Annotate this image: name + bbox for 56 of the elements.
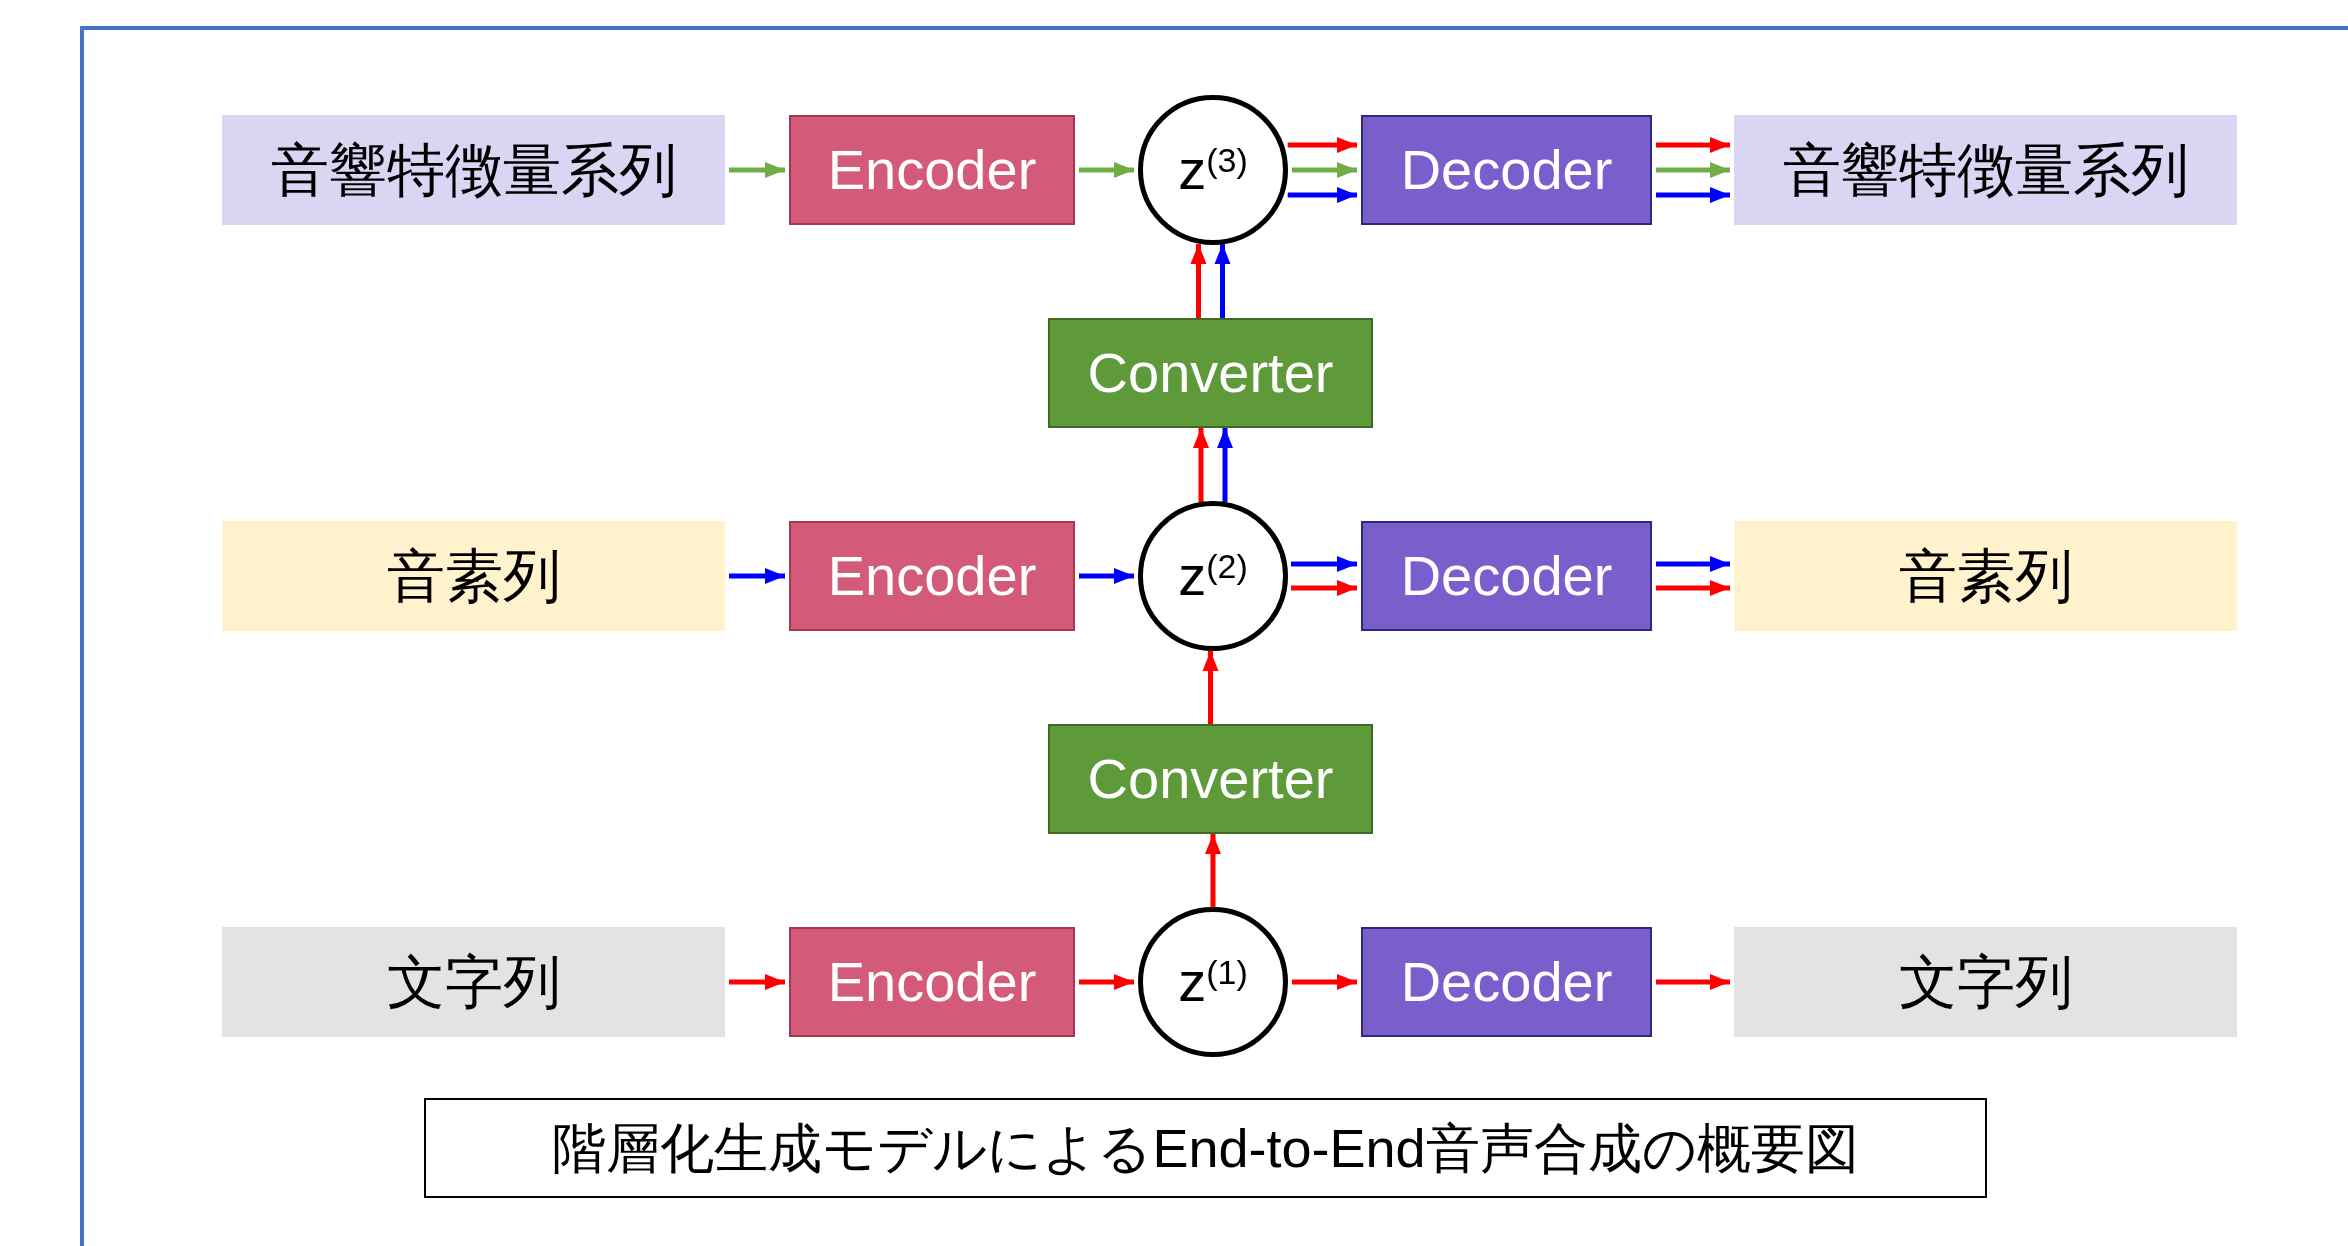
arrow (1287, 137, 1357, 153)
node-label: 音素列 (1898, 547, 2073, 605)
node-label: Encoder (827, 142, 1037, 198)
arrow (1079, 974, 1134, 990)
arrow (1656, 974, 1730, 990)
node-label: Encoder (827, 548, 1037, 604)
node-label: Encoder (827, 954, 1037, 1010)
encoder-box (789, 521, 1075, 631)
decoder-box (1361, 927, 1652, 1037)
node-label: 音響特徴量系列 (270, 141, 677, 199)
arrow (1656, 580, 1730, 596)
arrow (1292, 974, 1357, 990)
arrow (1656, 137, 1730, 153)
arrow (729, 162, 785, 178)
arrow (1202, 651, 1219, 724)
node-label: Converter (1087, 751, 1334, 807)
arrow (1287, 187, 1357, 203)
text-block (1734, 521, 2237, 631)
decoder-box (1361, 521, 1652, 631)
node-label: Decoder (1400, 954, 1613, 1010)
arrow (1656, 187, 1730, 203)
node-label: 音響特徴量系列 (1782, 141, 2189, 199)
arrow (1656, 556, 1730, 572)
text-block (222, 927, 725, 1037)
node-label: Decoder (1400, 142, 1613, 198)
node-label: z$^{(3)}$ (1178, 142, 1248, 198)
encoder-box (789, 115, 1075, 225)
text-block (222, 115, 725, 225)
arrow (1205, 834, 1221, 907)
arrow (1214, 244, 1231, 318)
arrow (1079, 162, 1134, 178)
arrow (1190, 244, 1207, 318)
caption-box: 階層化生成モデルによるEnd-to-End音声合成の概要図 (424, 1098, 1987, 1198)
arrow (729, 974, 785, 990)
converter-box (1048, 724, 1373, 834)
node-label: 文字列 (1898, 953, 2073, 1011)
text-block (1734, 927, 2237, 1037)
arrow (1217, 428, 1233, 502)
node-label: 文字列 (386, 953, 561, 1011)
text-block (222, 521, 725, 631)
decoder-box (1361, 115, 1652, 225)
arrow (1656, 162, 1730, 178)
node-label: z$^{(2)}$ (1178, 548, 1248, 604)
arrow (729, 568, 785, 584)
text-block (1734, 115, 2237, 225)
node-label: z$^{(1)}$ (1178, 954, 1248, 1010)
arrow (1079, 568, 1134, 584)
arrow (1291, 556, 1357, 572)
arrow (1291, 580, 1357, 596)
arrow (1292, 162, 1357, 178)
node-label: 音素列 (386, 547, 561, 605)
converter-box (1048, 318, 1373, 428)
encoder-box (789, 927, 1075, 1037)
node-label: Decoder (1400, 548, 1613, 604)
arrow (1193, 428, 1209, 502)
node-label: Converter (1087, 345, 1334, 401)
